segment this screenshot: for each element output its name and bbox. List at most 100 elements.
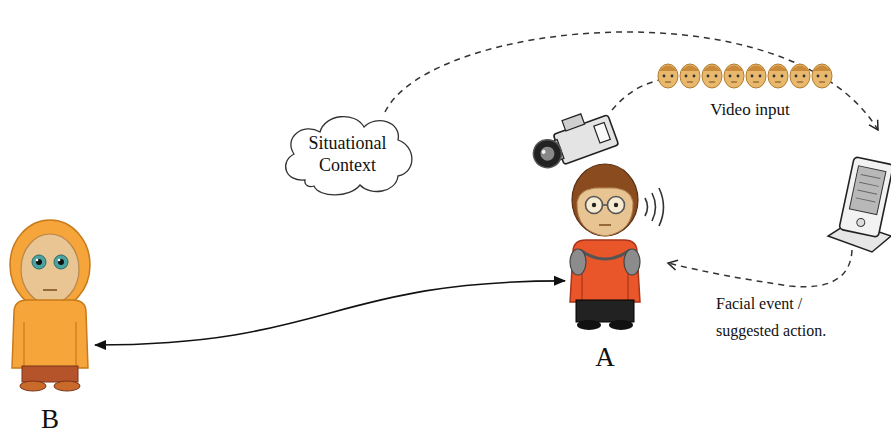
handheld-device-part-part	[839, 157, 891, 238]
video-frames-part	[680, 64, 700, 88]
person-b-figure-part	[21, 234, 79, 304]
person-b-figure-part	[32, 255, 46, 269]
video-frames-part-part	[775, 82, 781, 83]
video-frames-part-part	[665, 82, 671, 83]
person-b-figure-part	[54, 381, 80, 391]
video-frames-part-part	[769, 66, 787, 72]
person-a-figure-part	[592, 203, 596, 207]
video-camera-part	[541, 149, 546, 154]
handheld-device-part-part	[849, 166, 886, 215]
handheld-device	[828, 157, 891, 252]
cloud-outline	[275, 108, 420, 200]
person-a-figure-part	[599, 224, 611, 226]
person-b-figure-part	[54, 255, 68, 269]
cloud-shape	[286, 117, 412, 195]
person-a-figure-part	[577, 188, 633, 236]
video-frames-part-part	[746, 64, 766, 88]
video-frames-part	[658, 64, 678, 88]
video-frames-part-part	[680, 64, 700, 88]
context-cloud: Situational Context	[275, 108, 420, 200]
video-frames-part-part	[795, 75, 798, 78]
video-frames-part-part	[724, 64, 744, 88]
person-node: A	[565, 160, 645, 372]
handheld-device-part-part	[861, 174, 881, 178]
video-frames-part-part	[791, 66, 809, 72]
person-a-figure-part	[614, 203, 618, 207]
video-frames-part-part	[685, 75, 688, 78]
video-camera-part	[538, 145, 556, 163]
video-frames-part-part	[737, 75, 740, 78]
person-b-figure-part	[75, 322, 76, 366]
person-a-figure-part	[576, 300, 634, 322]
dashed-flow-part	[612, 80, 660, 110]
person-a-figure-part	[624, 249, 640, 275]
video-frames-part-part	[709, 82, 715, 83]
video-frames-part-part	[693, 75, 696, 78]
person-a-figure-part-part	[652, 193, 656, 221]
video-camera-part	[562, 114, 585, 131]
video-input-strip: Video input	[655, 58, 845, 120]
video-frames-part-part	[817, 75, 820, 78]
video-frames-part-part	[729, 75, 732, 78]
interaction-arrow	[95, 281, 565, 345]
person-a-figure-part	[577, 320, 601, 330]
video-frames	[658, 64, 832, 88]
video-frames-part-part	[819, 82, 825, 83]
video-frames-part	[790, 64, 810, 88]
person-b-figure-part	[22, 366, 78, 382]
person-b-figure-part	[12, 300, 88, 368]
video-frames-part	[702, 64, 722, 88]
video-frames-part-part	[812, 64, 832, 88]
node-text: B	[41, 404, 59, 434]
person-b-figure-part	[10, 220, 90, 310]
node-text: A	[595, 342, 615, 372]
person-a-figure	[570, 164, 664, 330]
video-frames-part-part	[797, 82, 803, 83]
video-frames-part-part	[702, 64, 722, 88]
video-frames-part-part	[751, 75, 754, 78]
video-frames-part-part	[731, 82, 737, 83]
handheld-device-part	[839, 157, 891, 238]
video-frames-part-part	[790, 64, 810, 88]
person-a-figure-part	[570, 249, 586, 275]
video-frames-part-part	[663, 75, 666, 78]
video-frames-part-part	[803, 75, 806, 78]
dashed-flow-part	[385, 32, 878, 130]
video-frames-part-part	[759, 75, 762, 78]
person-a-figure-part	[645, 188, 664, 226]
video-frames-part-part	[753, 82, 759, 83]
video-frames-part-part	[725, 66, 743, 72]
person-a-figure-part	[608, 197, 625, 214]
person-b-figure-part	[43, 289, 57, 291]
person-a-figure-part-part	[659, 188, 664, 226]
video-frames-part-part	[703, 66, 721, 72]
video-frames-part-part	[671, 75, 674, 78]
person-a-figure-part	[580, 250, 630, 259]
video-camera	[525, 105, 618, 173]
video-frames-part-part	[781, 75, 784, 78]
video-frames-part-part	[747, 66, 765, 72]
handheld-device-part-part	[856, 218, 865, 227]
video-frames-part	[746, 64, 766, 88]
person-a-figure-part	[609, 320, 633, 330]
video-frames-part-part	[707, 75, 710, 78]
person-a-figure-part	[586, 197, 603, 214]
arrow-label: Facial event / suggested action.	[716, 290, 852, 344]
video-frames-part-part	[659, 66, 677, 72]
video-camera-part	[529, 136, 565, 172]
video-frames-part-part	[825, 75, 828, 78]
node-text: Situational Context	[292, 132, 404, 176]
video-frames-part-part	[715, 75, 718, 78]
handheld-device-part-part	[857, 190, 877, 194]
person-b-figure-part	[36, 259, 42, 265]
person-b-figure	[10, 220, 90, 391]
person-b-figure-part	[58, 259, 64, 265]
person-a-figure-part	[570, 240, 640, 302]
handheld-device-part-part	[856, 198, 876, 202]
person-a-figure-part	[572, 164, 638, 236]
video-camera-part	[594, 122, 610, 143]
handheld-device-part-part	[859, 182, 879, 186]
